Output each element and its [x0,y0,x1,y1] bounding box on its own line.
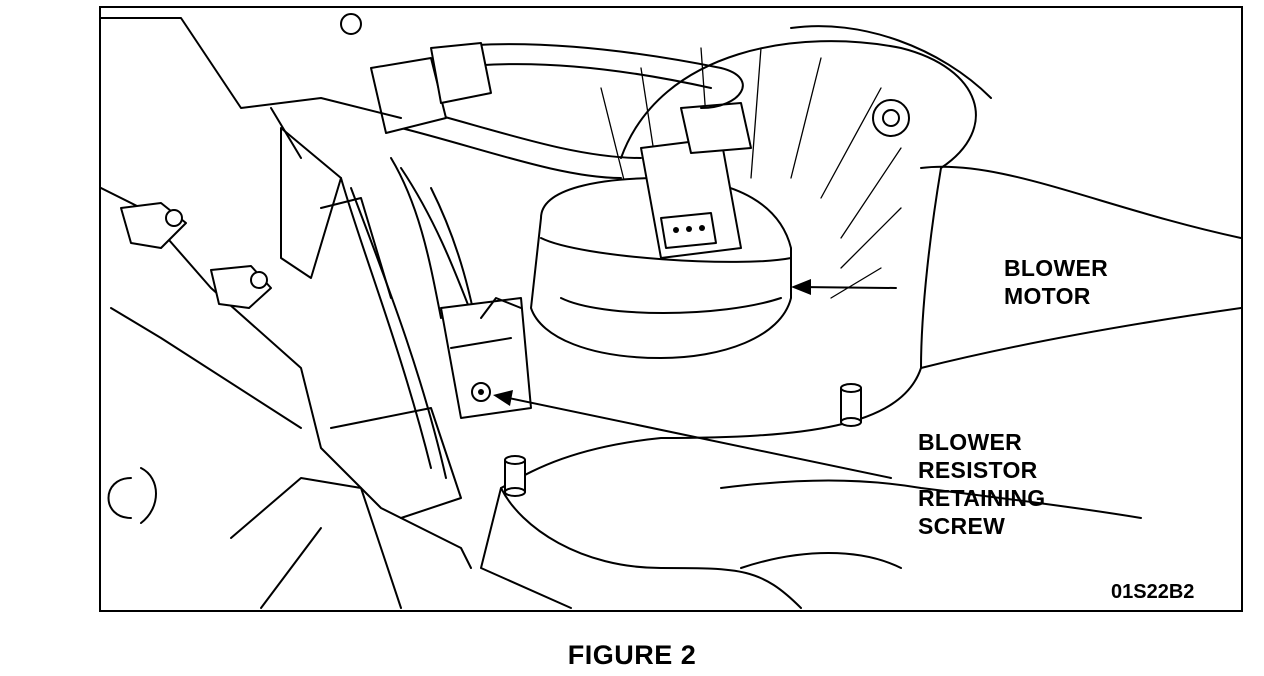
blower-housing-outline [480,40,977,609]
hvac-module-left [101,17,472,609]
figure-id: 01S22B2 [1111,581,1195,603]
callout-line: BLOWER [1004,255,1109,281]
callout-resistor-retaining-screw: BLOWER RESISTOR RETAINING SCREW [918,428,1046,540]
blower-motor [530,102,792,359]
callout-line: RESISTOR [918,457,1038,483]
blower-resistor [440,297,532,419]
figure-frame: BLOWER MOTOR BLOWER RESISTOR RETAINING S… [99,6,1243,612]
leader-blower-motor [791,279,897,295]
callout-line: MOTOR [1004,283,1091,309]
callout-line: BLOWER [918,429,1023,455]
callout-line: SCREW [918,513,1006,539]
blower-motor-illustration [101,13,1241,609]
callout-line: RETAINING [918,485,1046,511]
leader-resistor-screw [493,390,892,479]
figure-caption: FIGURE 2 [567,640,697,670]
callout-blower-motor: BLOWER MOTOR [1004,254,1108,310]
wiring-harness [340,42,744,479]
mounting-posts [340,13,910,497]
